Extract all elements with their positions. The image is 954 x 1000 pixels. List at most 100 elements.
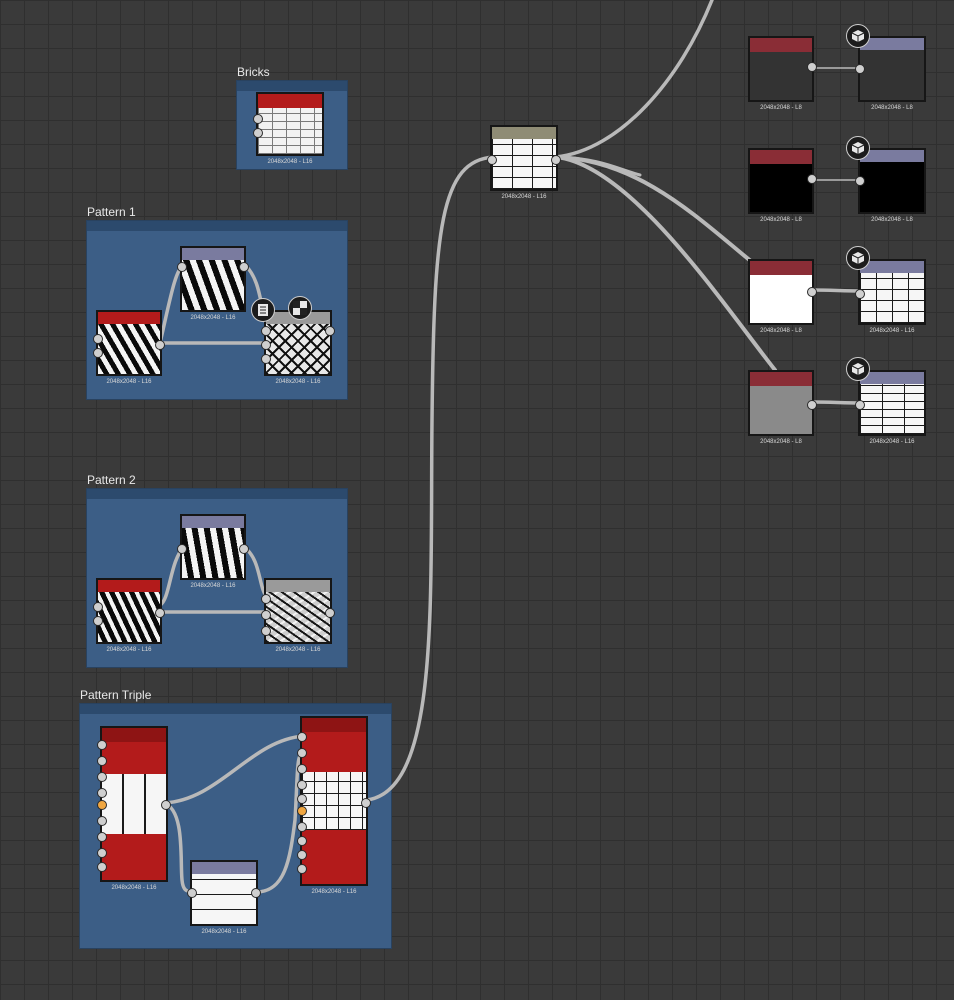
input-port[interactable] bbox=[177, 544, 187, 554]
output-port[interactable] bbox=[807, 62, 817, 72]
output-source-node-4[interactable]: 2048x2048 - L8 bbox=[748, 370, 817, 445]
pattern2-source-node[interactable]: 2048x2048 - L16 bbox=[93, 578, 165, 653]
output-port[interactable] bbox=[251, 888, 261, 898]
input-port[interactable] bbox=[97, 788, 107, 798]
cube-icon[interactable] bbox=[846, 24, 870, 48]
input-port[interactable] bbox=[855, 176, 865, 186]
frame-title: Pattern 2 bbox=[87, 473, 136, 487]
input-port[interactable] bbox=[261, 626, 271, 636]
input-port-active[interactable] bbox=[297, 806, 307, 816]
cube-icon[interactable] bbox=[846, 357, 870, 381]
output-port[interactable] bbox=[325, 326, 335, 336]
output-port[interactable] bbox=[807, 287, 817, 297]
node-resolution-label: 2048x2048 - L16 bbox=[111, 885, 157, 891]
output-port[interactable] bbox=[807, 400, 817, 410]
cube-icon[interactable] bbox=[846, 136, 870, 160]
black-thumbnail bbox=[750, 164, 812, 212]
white-thumbnail bbox=[750, 275, 812, 323]
input-port[interactable] bbox=[261, 326, 271, 336]
gray-thumbnail bbox=[750, 386, 812, 434]
central-tile-node[interactable]: 2048x2048 - L16 bbox=[487, 125, 561, 200]
output-port[interactable] bbox=[155, 608, 165, 618]
input-port[interactable] bbox=[297, 748, 307, 758]
node-resolution-label: 2048x2048 - L8 bbox=[760, 105, 802, 111]
output-port[interactable] bbox=[155, 340, 165, 350]
output-node-3[interactable]: 2048x2048 - L16 bbox=[855, 259, 926, 334]
node-header bbox=[98, 312, 160, 324]
triple-output-node[interactable]: 2048x2048 - L16 bbox=[297, 716, 371, 895]
input-port[interactable] bbox=[297, 850, 307, 860]
input-port[interactable] bbox=[97, 756, 107, 766]
node-resolution-label: 2048x2048 - L16 bbox=[106, 647, 152, 653]
input-port[interactable] bbox=[97, 816, 107, 826]
node-header bbox=[266, 580, 330, 592]
input-port[interactable] bbox=[487, 155, 497, 165]
input-port[interactable] bbox=[297, 764, 307, 774]
input-port[interactable] bbox=[855, 289, 865, 299]
pattern2-chevron-node[interactable]: 2048x2048 - L16 bbox=[261, 578, 335, 653]
pattern1-transform-node[interactable]: 2048x2048 - L16 bbox=[177, 246, 249, 321]
input-port[interactable] bbox=[97, 772, 107, 782]
diagonal-stripes-thumbnail bbox=[182, 260, 244, 310]
input-port[interactable] bbox=[261, 340, 271, 350]
triple-blend-node[interactable]: 2048x2048 - L16 bbox=[187, 860, 261, 935]
node-header bbox=[750, 150, 812, 164]
bricks-node[interactable]: 2048x2048 - L16 bbox=[253, 92, 324, 165]
input-port[interactable] bbox=[855, 400, 865, 410]
input-port[interactable] bbox=[93, 602, 103, 612]
node-resolution-label: 2048x2048 - L16 bbox=[275, 647, 321, 653]
output-port[interactable] bbox=[551, 155, 561, 165]
input-port[interactable] bbox=[253, 128, 263, 138]
input-port[interactable] bbox=[297, 794, 307, 804]
input-port[interactable] bbox=[297, 864, 307, 874]
herringbone-thumbnail bbox=[266, 324, 330, 374]
node-resolution-label: 2048x2048 - L8 bbox=[760, 439, 802, 445]
input-port[interactable] bbox=[93, 334, 103, 344]
node-resolution-label: 2048x2048 - L8 bbox=[871, 105, 913, 111]
input-port[interactable] bbox=[297, 780, 307, 790]
output-port[interactable] bbox=[807, 174, 817, 184]
document-icon[interactable] bbox=[251, 298, 275, 322]
output-port[interactable] bbox=[361, 798, 371, 808]
output-node-1[interactable]: 2048x2048 - L8 bbox=[855, 36, 926, 111]
input-port[interactable] bbox=[97, 740, 107, 750]
checker-icon[interactable] bbox=[288, 296, 312, 320]
node-resolution-label: 2048x2048 - L16 bbox=[869, 439, 915, 445]
input-port[interactable] bbox=[93, 616, 103, 626]
pattern2-transform-node[interactable]: 2048x2048 - L16 bbox=[177, 514, 249, 589]
input-port[interactable] bbox=[297, 732, 307, 742]
node-resolution-label: 2048x2048 - L16 bbox=[190, 583, 236, 589]
input-port[interactable] bbox=[261, 594, 271, 604]
output-port[interactable] bbox=[239, 544, 249, 554]
output-port[interactable] bbox=[161, 800, 171, 810]
input-port[interactable] bbox=[187, 888, 197, 898]
horizontal-bands-thumbnail bbox=[192, 874, 256, 924]
input-port[interactable] bbox=[93, 348, 103, 358]
input-port[interactable] bbox=[297, 836, 307, 846]
output-port[interactable] bbox=[239, 262, 249, 272]
input-port[interactable] bbox=[261, 610, 271, 620]
input-port[interactable] bbox=[97, 862, 107, 872]
node-resolution-label: 2048x2048 - L16 bbox=[106, 379, 152, 385]
triple-source-node[interactable]: 2048x2048 - L16 bbox=[97, 726, 171, 891]
input-port[interactable] bbox=[177, 262, 187, 272]
input-port[interactable] bbox=[97, 832, 107, 842]
output-source-node-2[interactable]: 2048x2048 - L8 bbox=[748, 148, 817, 223]
cube-icon[interactable] bbox=[846, 246, 870, 270]
node-resolution-label: 2048x2048 - L16 bbox=[201, 929, 247, 935]
output-source-node-3[interactable]: 2048x2048 - L8 bbox=[748, 259, 817, 334]
frame-header bbox=[237, 81, 347, 91]
output-source-node-1[interactable]: 2048x2048 - L8 bbox=[748, 36, 817, 111]
pattern1-herringbone-node[interactable]: 2048x2048 - L16 bbox=[261, 310, 335, 385]
input-port[interactable] bbox=[97, 848, 107, 858]
input-port[interactable] bbox=[253, 114, 263, 124]
output-port[interactable] bbox=[325, 608, 335, 618]
node-resolution-label: 2048x2048 - L16 bbox=[311, 889, 357, 895]
output-node-4[interactable]: 2048x2048 - L16 bbox=[855, 370, 926, 445]
input-port[interactable] bbox=[855, 64, 865, 74]
input-port[interactable] bbox=[297, 822, 307, 832]
pattern1-source-node[interactable]: 2048x2048 - L16 bbox=[93, 310, 165, 385]
input-port-active[interactable] bbox=[97, 800, 107, 810]
input-port[interactable] bbox=[261, 354, 271, 364]
output-node-2[interactable]: 2048x2048 - L8 bbox=[855, 148, 926, 223]
